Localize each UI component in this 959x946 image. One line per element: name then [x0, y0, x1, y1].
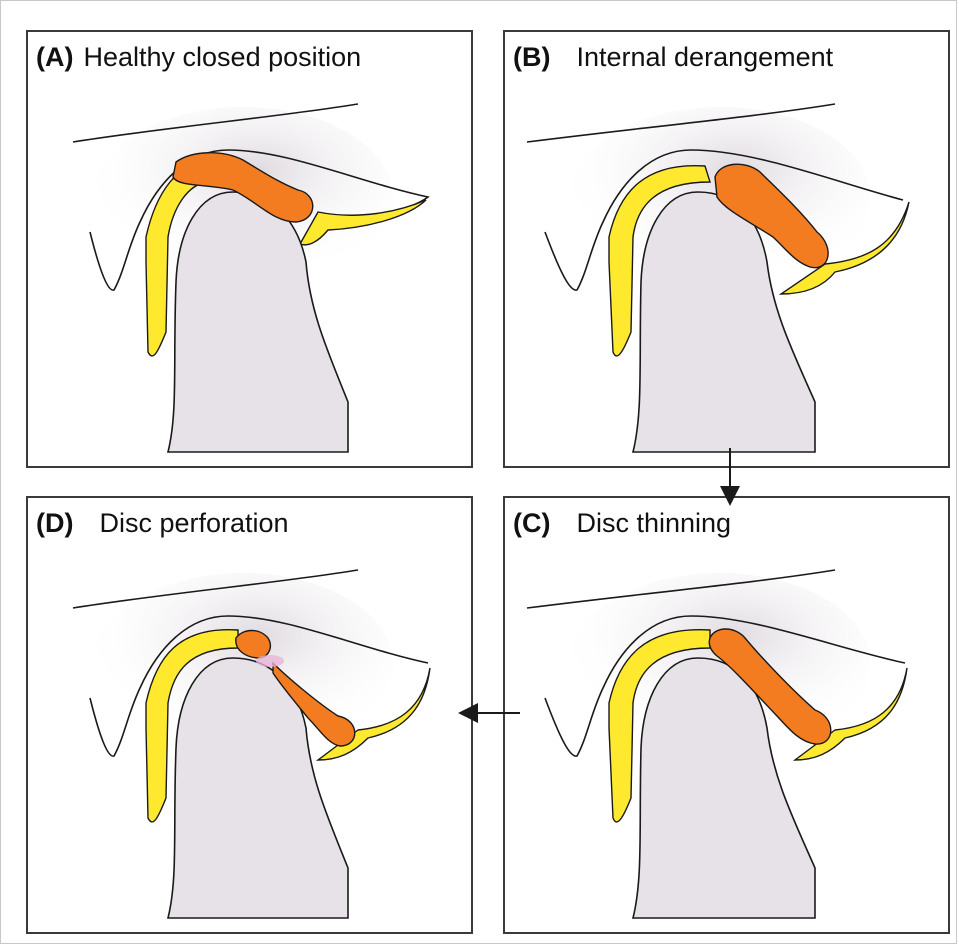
panel-healthy-closed-position: (A) Healthy closed position: [26, 30, 473, 468]
panel-letter: (B): [513, 42, 550, 72]
tmj-diagram-thinning: [505, 498, 948, 932]
panel-label: Disc perforation: [99, 508, 288, 538]
panel-title: (C) Disc thinning: [513, 508, 731, 539]
perforation-site: [256, 655, 284, 667]
panel-letter: (A): [36, 42, 73, 72]
panel-disc-thinning: (C) Disc thinning: [503, 496, 950, 934]
panel-label: Internal derangement: [576, 42, 833, 72]
panel-letter: (D): [36, 508, 73, 538]
panel-letter: (C): [513, 508, 550, 538]
panel-disc-perforation: (D) Disc perforation: [26, 496, 473, 934]
panel-internal-derangement: (B) Internal derangement: [503, 30, 950, 468]
tmj-diagram-derangement: [505, 32, 948, 466]
tmj-diagram-healthy: [28, 32, 471, 466]
panel-title: (B) Internal derangement: [513, 42, 833, 73]
tmj-diagram-perforation: [28, 498, 471, 932]
panel-title: (D) Disc perforation: [36, 508, 289, 539]
panel-label: Healthy closed position: [83, 42, 361, 72]
panel-label: Disc thinning: [576, 508, 731, 538]
panel-title: (A) Healthy closed position: [36, 42, 361, 73]
